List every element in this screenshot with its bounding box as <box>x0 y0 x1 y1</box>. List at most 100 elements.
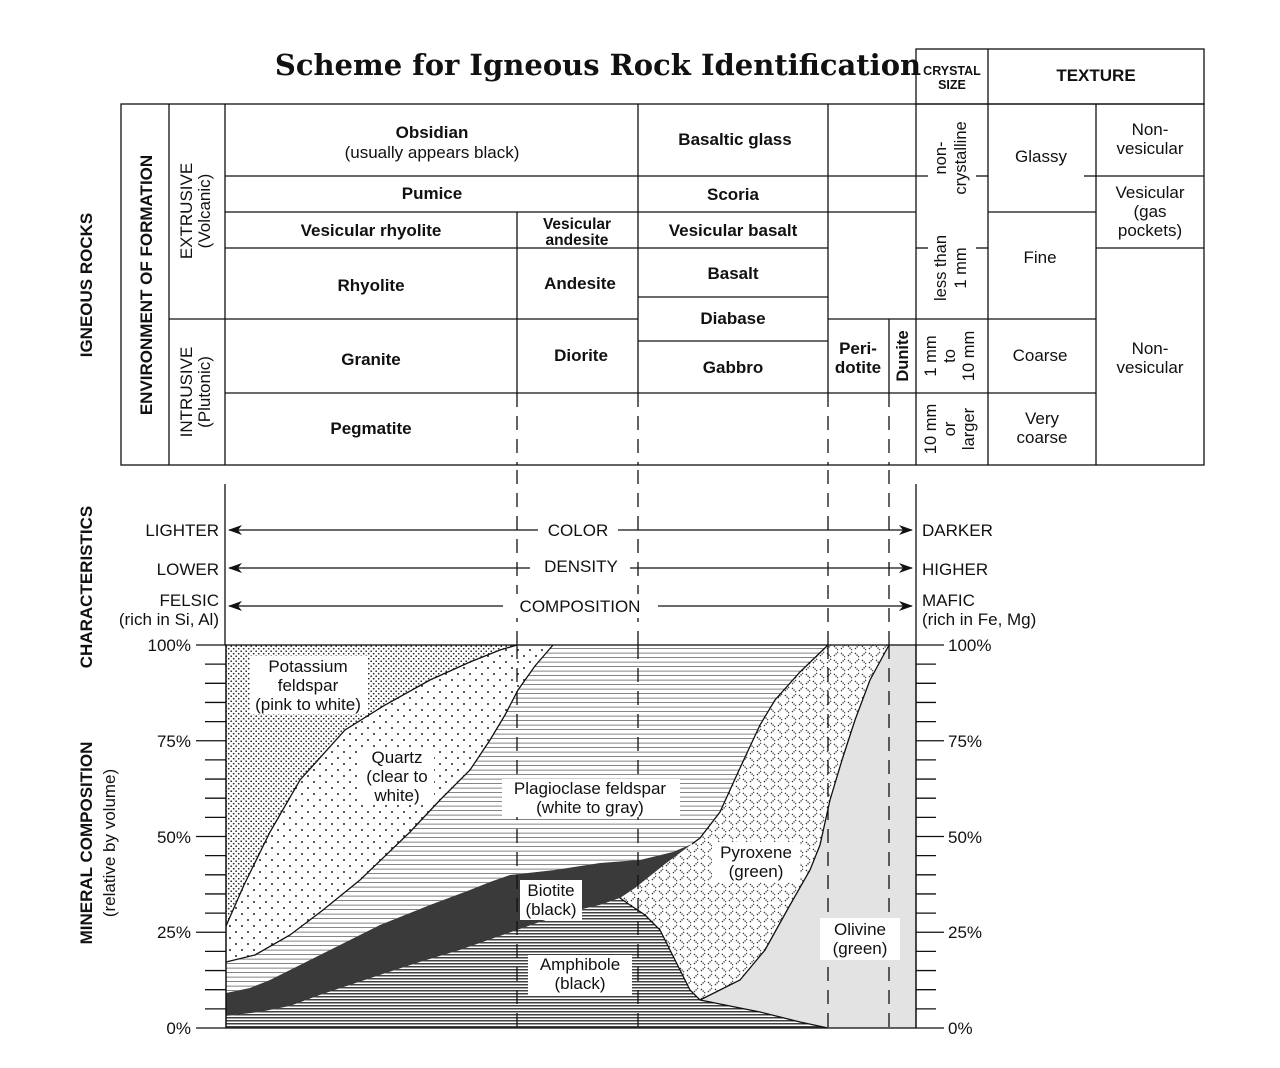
region-potassium-feldspar <box>226 645 517 926</box>
rock-vesicular-andesite: andesite <box>546 232 609 249</box>
texture-coarse: Coarse <box>1013 346 1068 365</box>
label-biotite: (black) <box>525 900 576 919</box>
crystal-size-1-to-10mm: to <box>941 349 959 363</box>
vesicularity-vesicular: Vesicular <box>1116 183 1185 202</box>
characteristics-section <box>224 470 917 645</box>
rock-diorite: Diorite <box>554 346 608 365</box>
label-quartz: (clear to <box>366 767 427 786</box>
characteristics-label: CHARACTERISTICS <box>77 506 96 668</box>
axis-tick-label-50-right: 50% <box>948 828 982 847</box>
axis-tick-label-100-left: 100% <box>148 636 191 655</box>
color-center-label: COLOR <box>548 521 608 540</box>
vesicularity-vesicular: pockets) <box>1118 221 1182 240</box>
extrusive-label: EXTRUSIVE <box>177 163 196 259</box>
axis-tick-label-100-right: 100% <box>948 636 991 655</box>
label-plagioclase-feldspar: Plagioclase feldspar <box>514 779 666 798</box>
intrusive-label: INTRUSIVE <box>177 347 196 438</box>
composition-right-label: MAFIC <box>922 591 975 610</box>
crystal-size-10mm-or-larger: 10 mm <box>922 404 940 454</box>
texture-very-coarse: coarse <box>1016 428 1067 447</box>
vesicularity-nonvesicular-lower: vesicular <box>1116 358 1183 377</box>
density-left-label: LOWER <box>157 560 219 579</box>
label-potassium-feldspar: (pink to white) <box>255 695 361 714</box>
page-title: Scheme for Igneous Rock Identification <box>275 48 921 82</box>
mineral-composition-label: MINERAL COMPOSITION <box>77 742 96 945</box>
crystal-size-header: CRYSTAL <box>923 64 981 78</box>
region-pyroxene <box>620 645 889 1000</box>
crystal-size-noncrystalline: crystalline <box>952 121 970 194</box>
density-right-label: HIGHER <box>922 560 988 579</box>
vesicularity-nonvesicular: Non- <box>1132 120 1169 139</box>
vesicularity-nonvesicular-lower: Non- <box>1132 339 1169 358</box>
composition-left-label: FELSIC <box>159 591 219 610</box>
region-plagioclase-feldspar <box>226 645 828 993</box>
rock-pegmatite: Pegmatite <box>330 419 411 438</box>
crystal-size-header: SIZE <box>938 78 966 92</box>
extrusive-label: (Volcanic) <box>195 174 214 249</box>
composition-center-label: COMPOSITION <box>520 597 641 616</box>
intrusive-label: (Plutonic) <box>195 356 214 428</box>
crystal-size-less-than-1mm: 1 mm <box>952 247 970 288</box>
label-quartz: white) <box>373 786 419 805</box>
composition-left-note: (rich in Si, Al) <box>119 610 219 629</box>
rock-peridotite: dotite <box>835 358 881 377</box>
axis-tick-label-50-left: 50% <box>157 828 191 847</box>
rock-obsidian: Obsidian <box>396 123 469 142</box>
mineral-composition-sublabel: (relative by volume) <box>100 769 119 917</box>
texture-header: TEXTURE <box>1056 66 1135 85</box>
crystal-size-1-to-10mm: 10 mm <box>960 331 978 381</box>
left-axis <box>196 644 227 1029</box>
rock-vesicular-andesite: Vesicular <box>543 216 611 233</box>
rock-vesicular-rhyolite: Vesicular rhyolite <box>301 221 442 240</box>
rock-scoria: Scoria <box>707 185 760 204</box>
crystal-size-1-to-10mm: 1 mm <box>922 335 940 376</box>
rock-dunite: Dunite <box>894 330 912 381</box>
rock-gabbro: Gabbro <box>703 358 763 377</box>
density-center-label: DENSITY <box>544 557 618 576</box>
right-axis <box>915 644 944 1029</box>
label-amphibole: (black) <box>554 974 605 993</box>
axis-tick-label-75-left: 75% <box>157 732 191 751</box>
rock-obsidian-note: (usually appears black) <box>345 143 520 162</box>
color-left-label: LIGHTER <box>145 521 219 540</box>
crystal-size-10mm-or-larger: larger <box>960 407 978 450</box>
rock-pumice: Pumice <box>402 184 462 203</box>
label-pyroxene: Pyroxene <box>720 843 792 862</box>
label-biotite: Biotite <box>527 881 574 900</box>
crystal-size-less-than-1mm: less than <box>932 235 950 301</box>
rock-rhyolite: Rhyolite <box>337 276 404 295</box>
vesicularity-vesicular: (gas <box>1133 202 1166 221</box>
label-potassium-feldspar: feldspar <box>278 676 339 695</box>
crystal-size-noncrystalline: non- <box>932 141 950 174</box>
texture-fine: Fine <box>1023 248 1056 267</box>
axis-tick-label-25-right: 25% <box>948 923 982 942</box>
rock-diabase: Diabase <box>700 309 765 328</box>
vesicularity-nonvesicular: vesicular <box>1116 139 1183 158</box>
rock-basalt: Basalt <box>707 264 758 283</box>
rock-basaltic-glass: Basaltic glass <box>678 130 791 149</box>
label-olivine: (green) <box>833 939 888 958</box>
axis-tick-label-25-left: 25% <box>157 923 191 942</box>
composition-right-note: (rich in Fe, Mg) <box>922 610 1036 629</box>
crystal-size-10mm-or-larger: or <box>941 421 959 436</box>
mineral-labels: Potassium feldspar (pink to white) Quart… <box>250 656 900 995</box>
rock-vesicular-basalt: Vesicular basalt <box>669 221 798 240</box>
axis-tick-label-0-right: 0% <box>948 1019 973 1038</box>
axis-tick-label-0-left: 0% <box>166 1019 191 1038</box>
texture-very-coarse: Very <box>1025 409 1060 428</box>
texture-glassy: Glassy <box>1015 147 1067 166</box>
rock-peridotite: Peri- <box>839 339 877 358</box>
label-olivine: Olivine <box>834 920 886 939</box>
label-quartz: Quartz <box>371 748 422 767</box>
label-pyroxene: (green) <box>729 862 784 881</box>
environment-label: ENVIRONMENT OF FORMATION <box>137 155 156 415</box>
color-right-label: DARKER <box>922 521 993 540</box>
label-potassium-feldspar: Potassium <box>268 657 347 676</box>
label-plagioclase-feldspar: (white to gray) <box>536 798 644 817</box>
rock-table <box>120 48 1205 466</box>
label-amphibole: Amphibole <box>540 955 620 974</box>
region-amphibole <box>226 898 828 1028</box>
axis-tick-label-75-right: 75% <box>948 732 982 751</box>
rock-granite: Granite <box>341 350 401 369</box>
